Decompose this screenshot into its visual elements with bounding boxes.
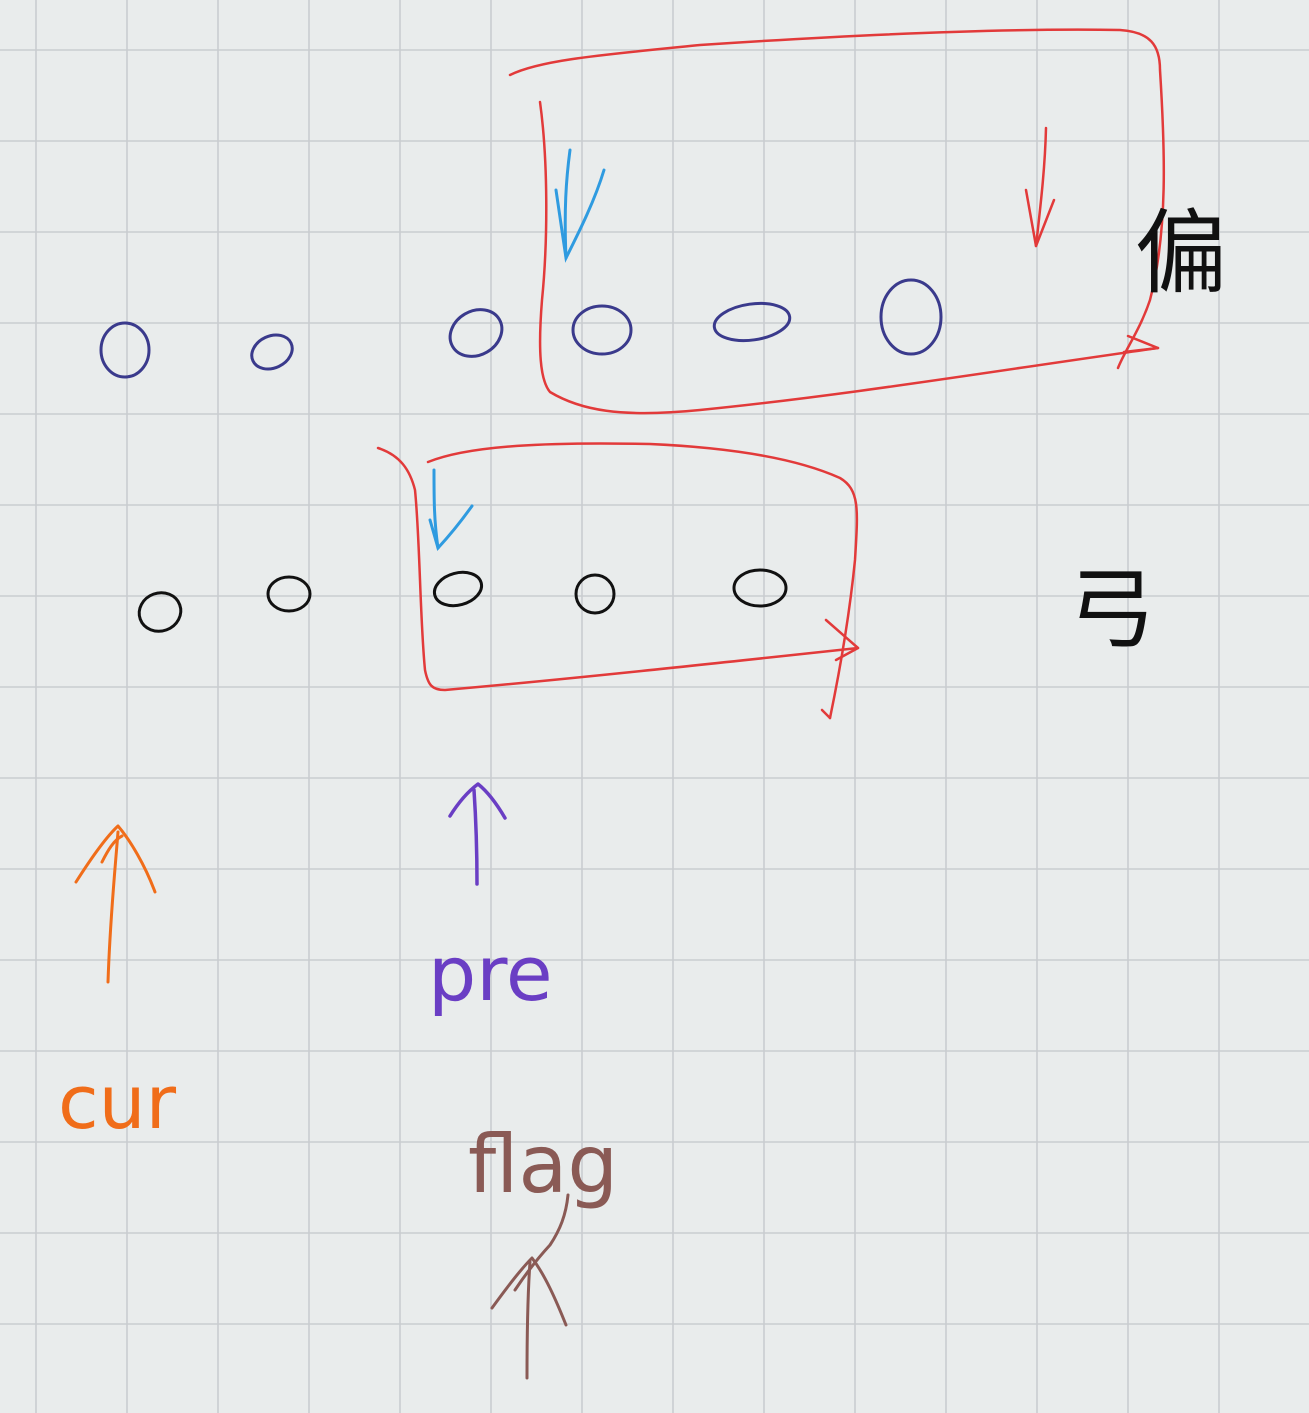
odd-node bbox=[448, 308, 504, 358]
even-char-label: 弓 bbox=[1068, 558, 1156, 661]
even-node bbox=[574, 573, 616, 615]
cur-label: cur bbox=[58, 1060, 177, 1146]
odd-reverse-box bbox=[508, 28, 1166, 415]
odd-node bbox=[250, 333, 294, 371]
even-node bbox=[137, 591, 183, 633]
even-node bbox=[266, 575, 312, 613]
odd-row bbox=[99, 278, 943, 379]
pre-label: pre bbox=[428, 929, 553, 1018]
odd-node bbox=[879, 278, 943, 356]
flag-label: flag bbox=[468, 1118, 618, 1211]
odd-inner-arrow bbox=[554, 148, 606, 263]
odd-node bbox=[712, 301, 792, 343]
even-inner-arrow bbox=[428, 468, 474, 551]
odd-char-label: 偏 bbox=[1135, 200, 1227, 307]
cur-pointer bbox=[74, 824, 157, 984]
even-reverse-box bbox=[376, 442, 860, 720]
odd-node bbox=[99, 321, 151, 379]
odd-node bbox=[571, 304, 633, 356]
side-labels: 偏 弓 bbox=[1068, 200, 1227, 661]
even-node bbox=[732, 568, 788, 608]
pre-pointer bbox=[448, 782, 507, 886]
even-row bbox=[137, 568, 788, 633]
even-node bbox=[432, 570, 484, 608]
flag-pointer bbox=[490, 1193, 570, 1380]
